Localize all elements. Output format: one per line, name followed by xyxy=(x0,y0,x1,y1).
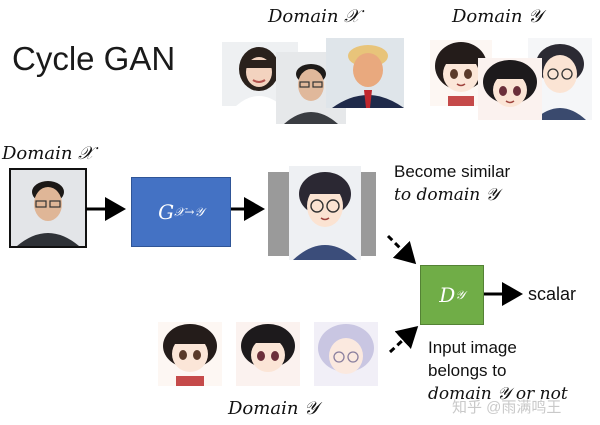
domain-y-bottom-label: Domain 𝒴 xyxy=(228,398,319,419)
become-similar-text: Become similar to domain 𝒴 xyxy=(394,162,511,205)
real-photo-suit xyxy=(326,38,404,108)
input-photo xyxy=(9,168,87,248)
scalar-label: scalar xyxy=(528,284,577,304)
domain-x-top-label: Domain 𝒳 xyxy=(268,6,360,27)
person-photo-icon xyxy=(222,42,298,106)
input-belongs-text: Input image belongs to domain 𝒴 or not xyxy=(428,338,568,404)
discriminator-symbol: D xyxy=(439,283,456,307)
anime-bottom-1 xyxy=(158,322,222,386)
watermark: 知乎 @雨满鸣王 xyxy=(452,399,562,416)
anime-face-icon xyxy=(478,58,542,120)
generator-symbol: G xyxy=(158,200,175,224)
anime-bottom-3 xyxy=(314,322,378,386)
generator-subscript: 𝒳→𝒴 xyxy=(174,204,204,219)
anime-face-icon xyxy=(314,322,378,386)
arrow-output-to-discriminator xyxy=(386,234,417,265)
anime-face-icon xyxy=(236,322,300,386)
person-photo-icon xyxy=(11,170,85,246)
domain-y-top-label: Domain 𝒴 xyxy=(452,6,543,27)
domain-x-left-label: Domain 𝒳 xyxy=(2,143,94,164)
anime-face-icon xyxy=(289,166,361,260)
anime-bottom-2 xyxy=(236,322,300,386)
discriminator-subscript: 𝒴 xyxy=(455,287,465,302)
page-title: Cycle GAN xyxy=(12,40,176,77)
person-photo-icon xyxy=(326,38,404,108)
arrow-real-to-discriminator xyxy=(388,325,419,354)
generated-image xyxy=(289,166,361,260)
anime-top-2 xyxy=(478,58,542,120)
anime-face-icon xyxy=(158,322,222,386)
